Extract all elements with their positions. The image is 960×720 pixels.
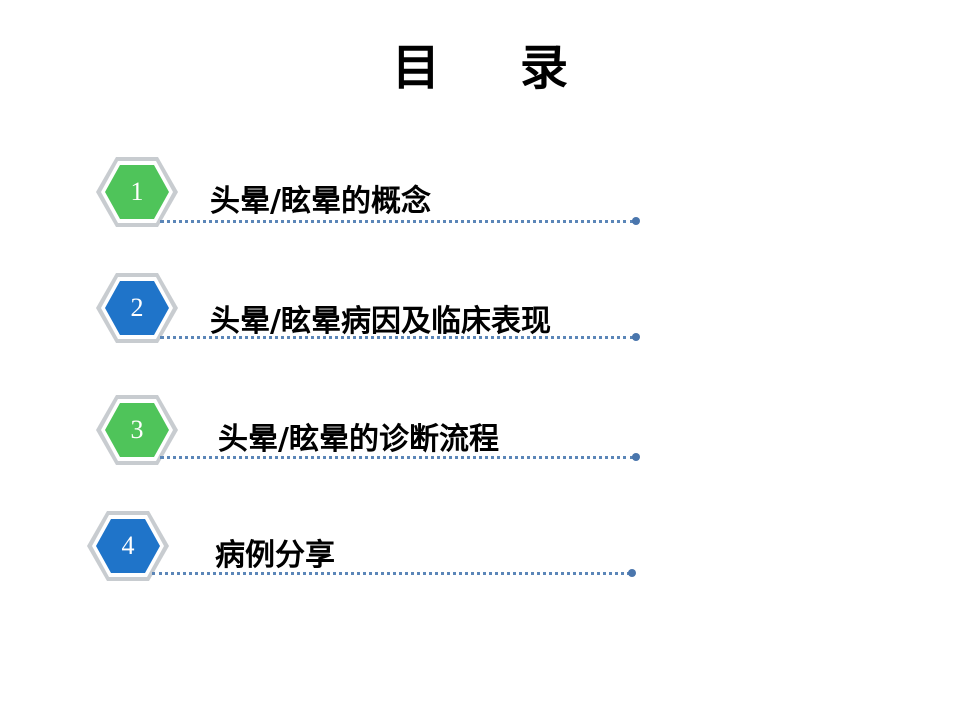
toc-item-3[interactable]: 3 头晕/眩晕的诊断流程 (0, 394, 960, 474)
toc-item-2[interactable]: 2 头晕/眩晕病因及临床表现 (0, 272, 960, 352)
line-end-dot (628, 569, 636, 577)
line-end-dot (632, 333, 640, 341)
dotted-divider (160, 336, 634, 339)
item-number: 4 (121, 531, 135, 560)
toc-item-1[interactable]: 1 头晕/眩晕的概念 (0, 156, 960, 236)
hexagon-badge-icon: 1 (95, 156, 179, 228)
hexagon-badge-icon: 2 (95, 272, 179, 344)
item-label: 头晕/眩晕的概念 (210, 184, 431, 219)
dotted-divider (160, 220, 634, 223)
dotted-divider (160, 456, 634, 459)
item-label: 头晕/眩晕的诊断流程 (218, 422, 499, 457)
line-end-dot (632, 453, 640, 461)
item-label: 病例分享 (215, 538, 335, 573)
hexagon-badge-icon: 4 (86, 510, 170, 582)
toc-item-4[interactable]: 4 病例分享 (0, 510, 960, 590)
line-end-dot (632, 217, 640, 225)
item-label: 头晕/眩晕病因及临床表现 (210, 304, 551, 339)
dotted-divider (152, 572, 630, 575)
hexagon-badge-icon: 3 (95, 394, 179, 466)
title-char-2: 录 (520, 40, 569, 96)
title-char-1: 目 (391, 40, 440, 96)
item-number: 3 (130, 415, 144, 444)
item-number: 1 (130, 177, 144, 206)
item-number: 2 (130, 293, 144, 322)
page-title: 目录 (0, 28, 960, 98)
